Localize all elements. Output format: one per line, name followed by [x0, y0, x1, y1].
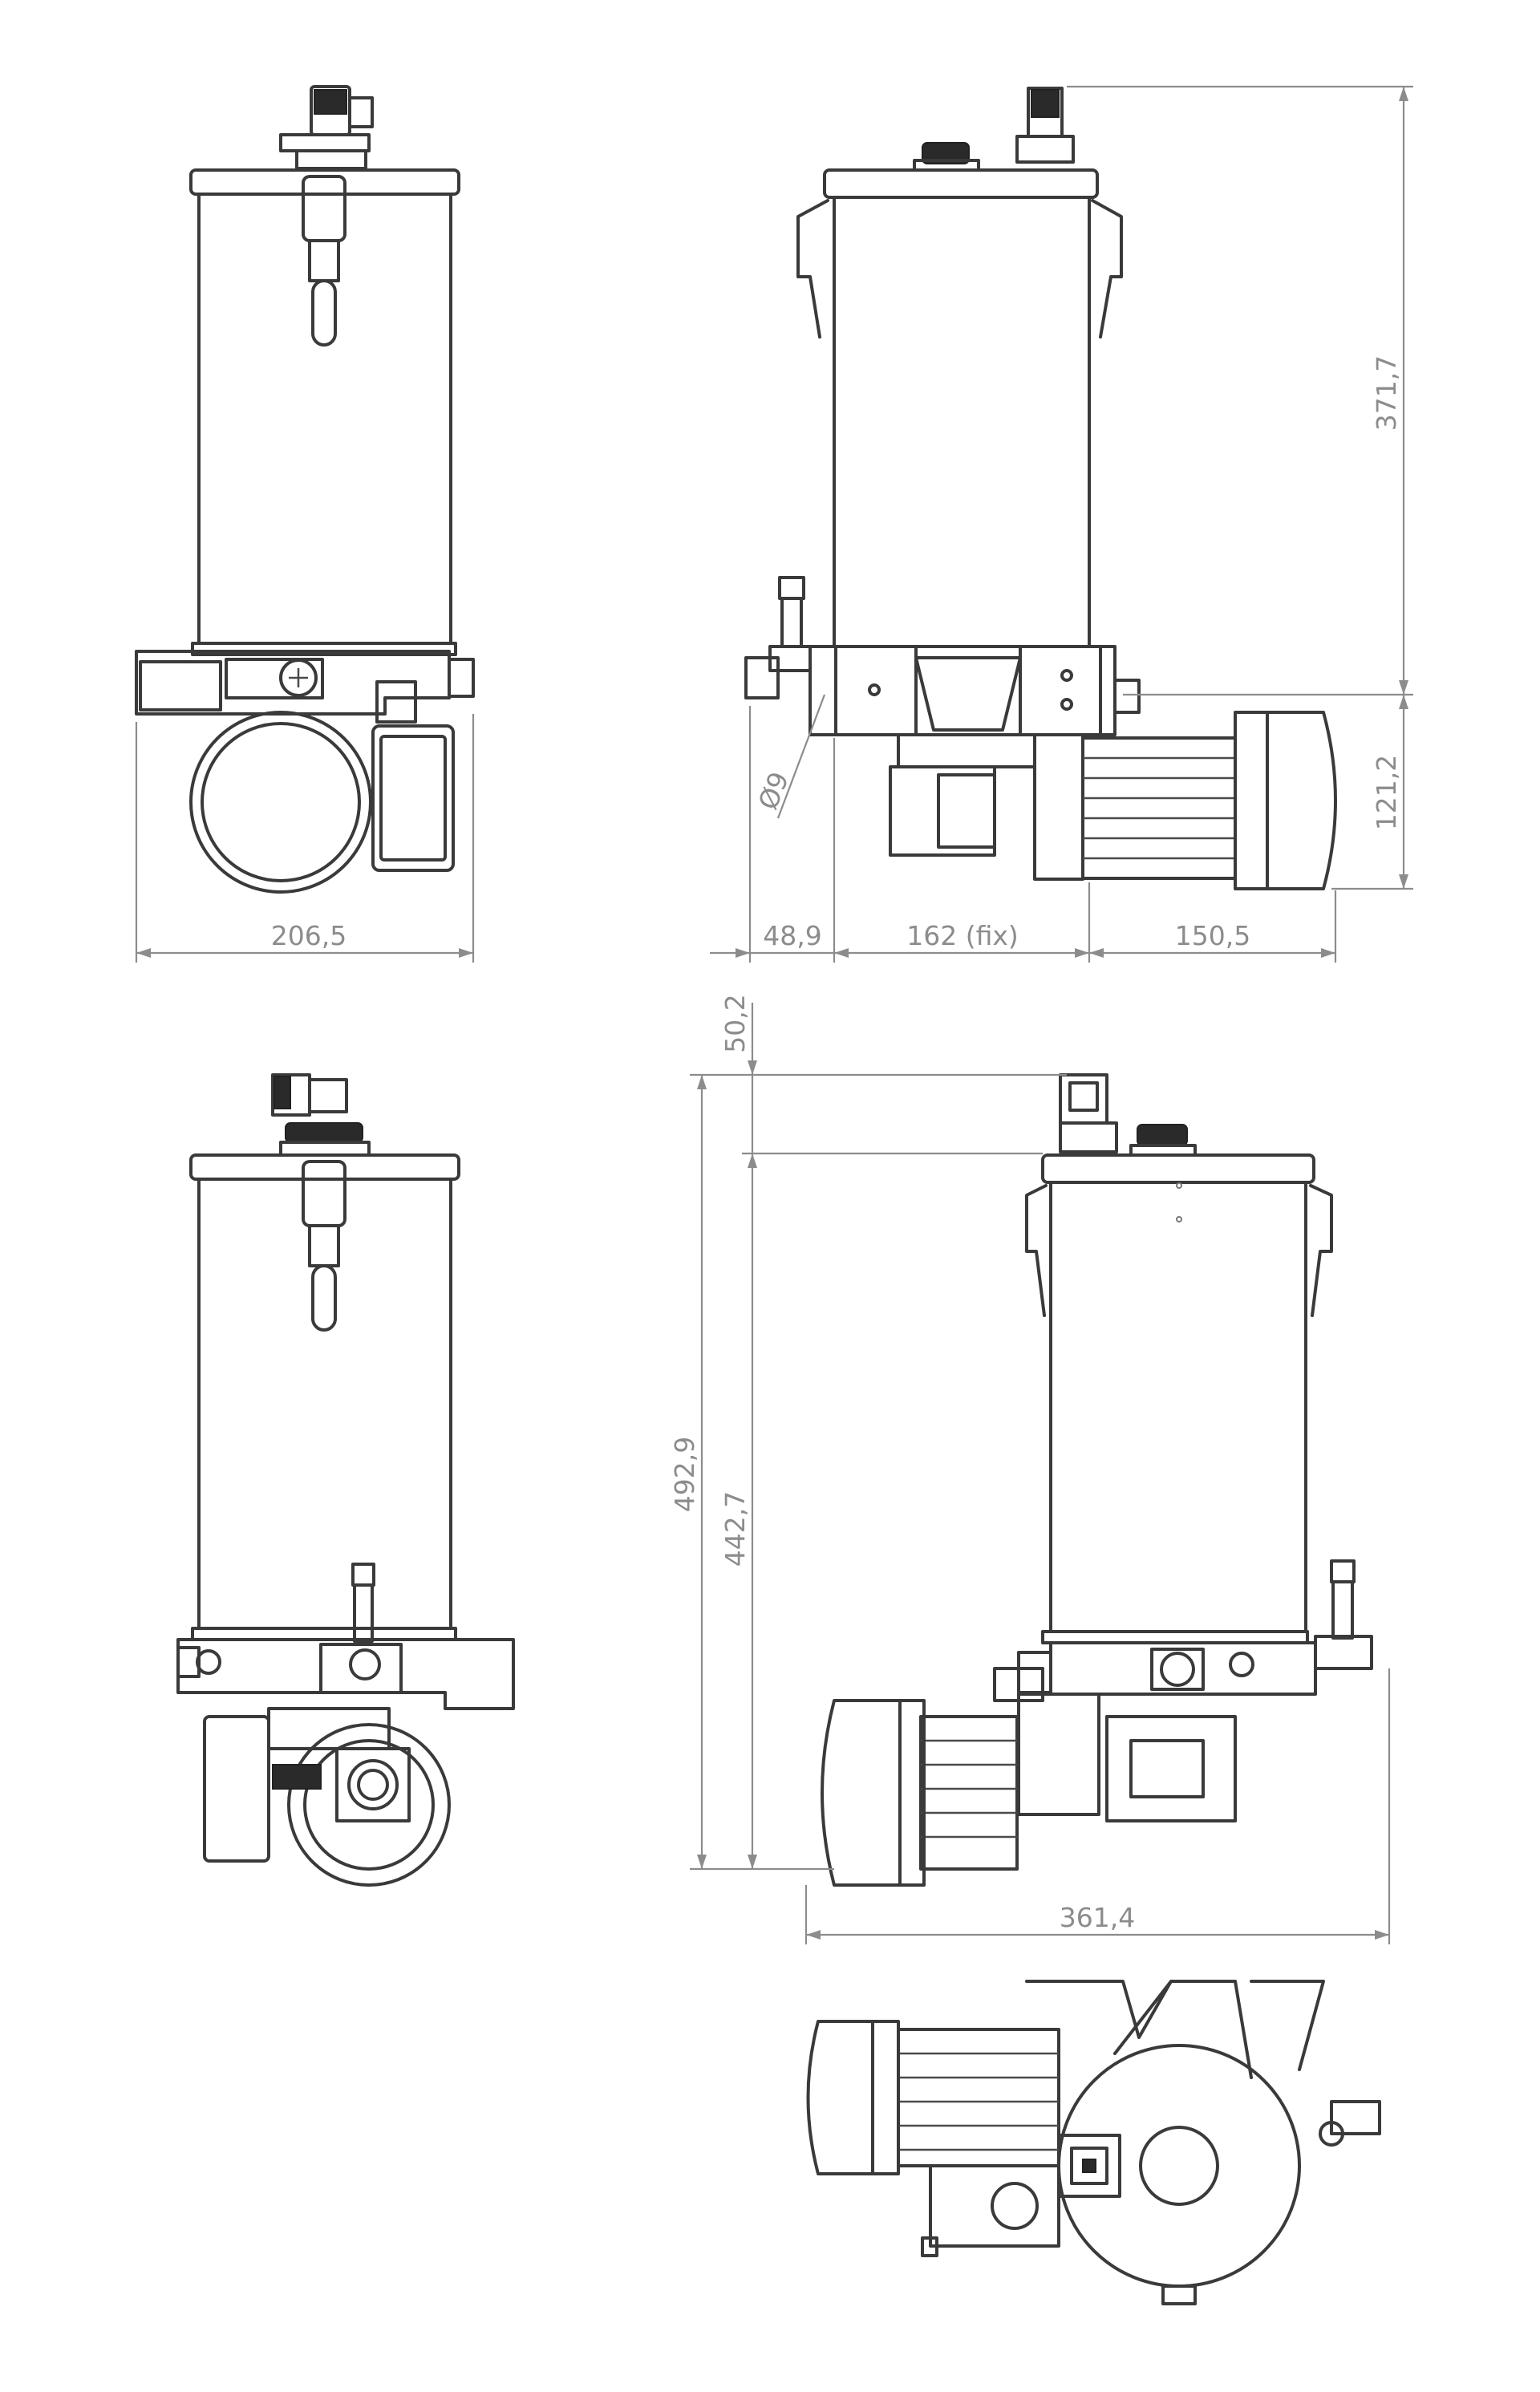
dim-diameter-hole: Ø9 [752, 768, 795, 814]
dim-top-clearance: 50,2 [719, 994, 751, 1052]
view-top-bottom [806, 1980, 1381, 2305]
dim-offset-left: 48,9 [763, 920, 821, 951]
dim-height-without-clearance: 442,7 [719, 1491, 751, 1567]
dim-total-width: 361,4 [1060, 1902, 1135, 1933]
view-side-top-right [744, 87, 1337, 890]
dim-height-base: 121,2 [1371, 755, 1402, 830]
view-front-top-left [135, 85, 475, 894]
dim-offset-right: 150,5 [1175, 920, 1250, 951]
view-side-middle-right [821, 1073, 1373, 1887]
dim-total-height: 492,9 [669, 1437, 700, 1512]
dim-width-front: 206,5 [271, 920, 346, 951]
dim-width-fix: 162 (fix) [906, 920, 1019, 951]
view-rear-middle-left [176, 1073, 515, 1887]
dim-height-tank: 371,7 [1371, 355, 1402, 431]
dimension-lines [135, 85, 1413, 1944]
